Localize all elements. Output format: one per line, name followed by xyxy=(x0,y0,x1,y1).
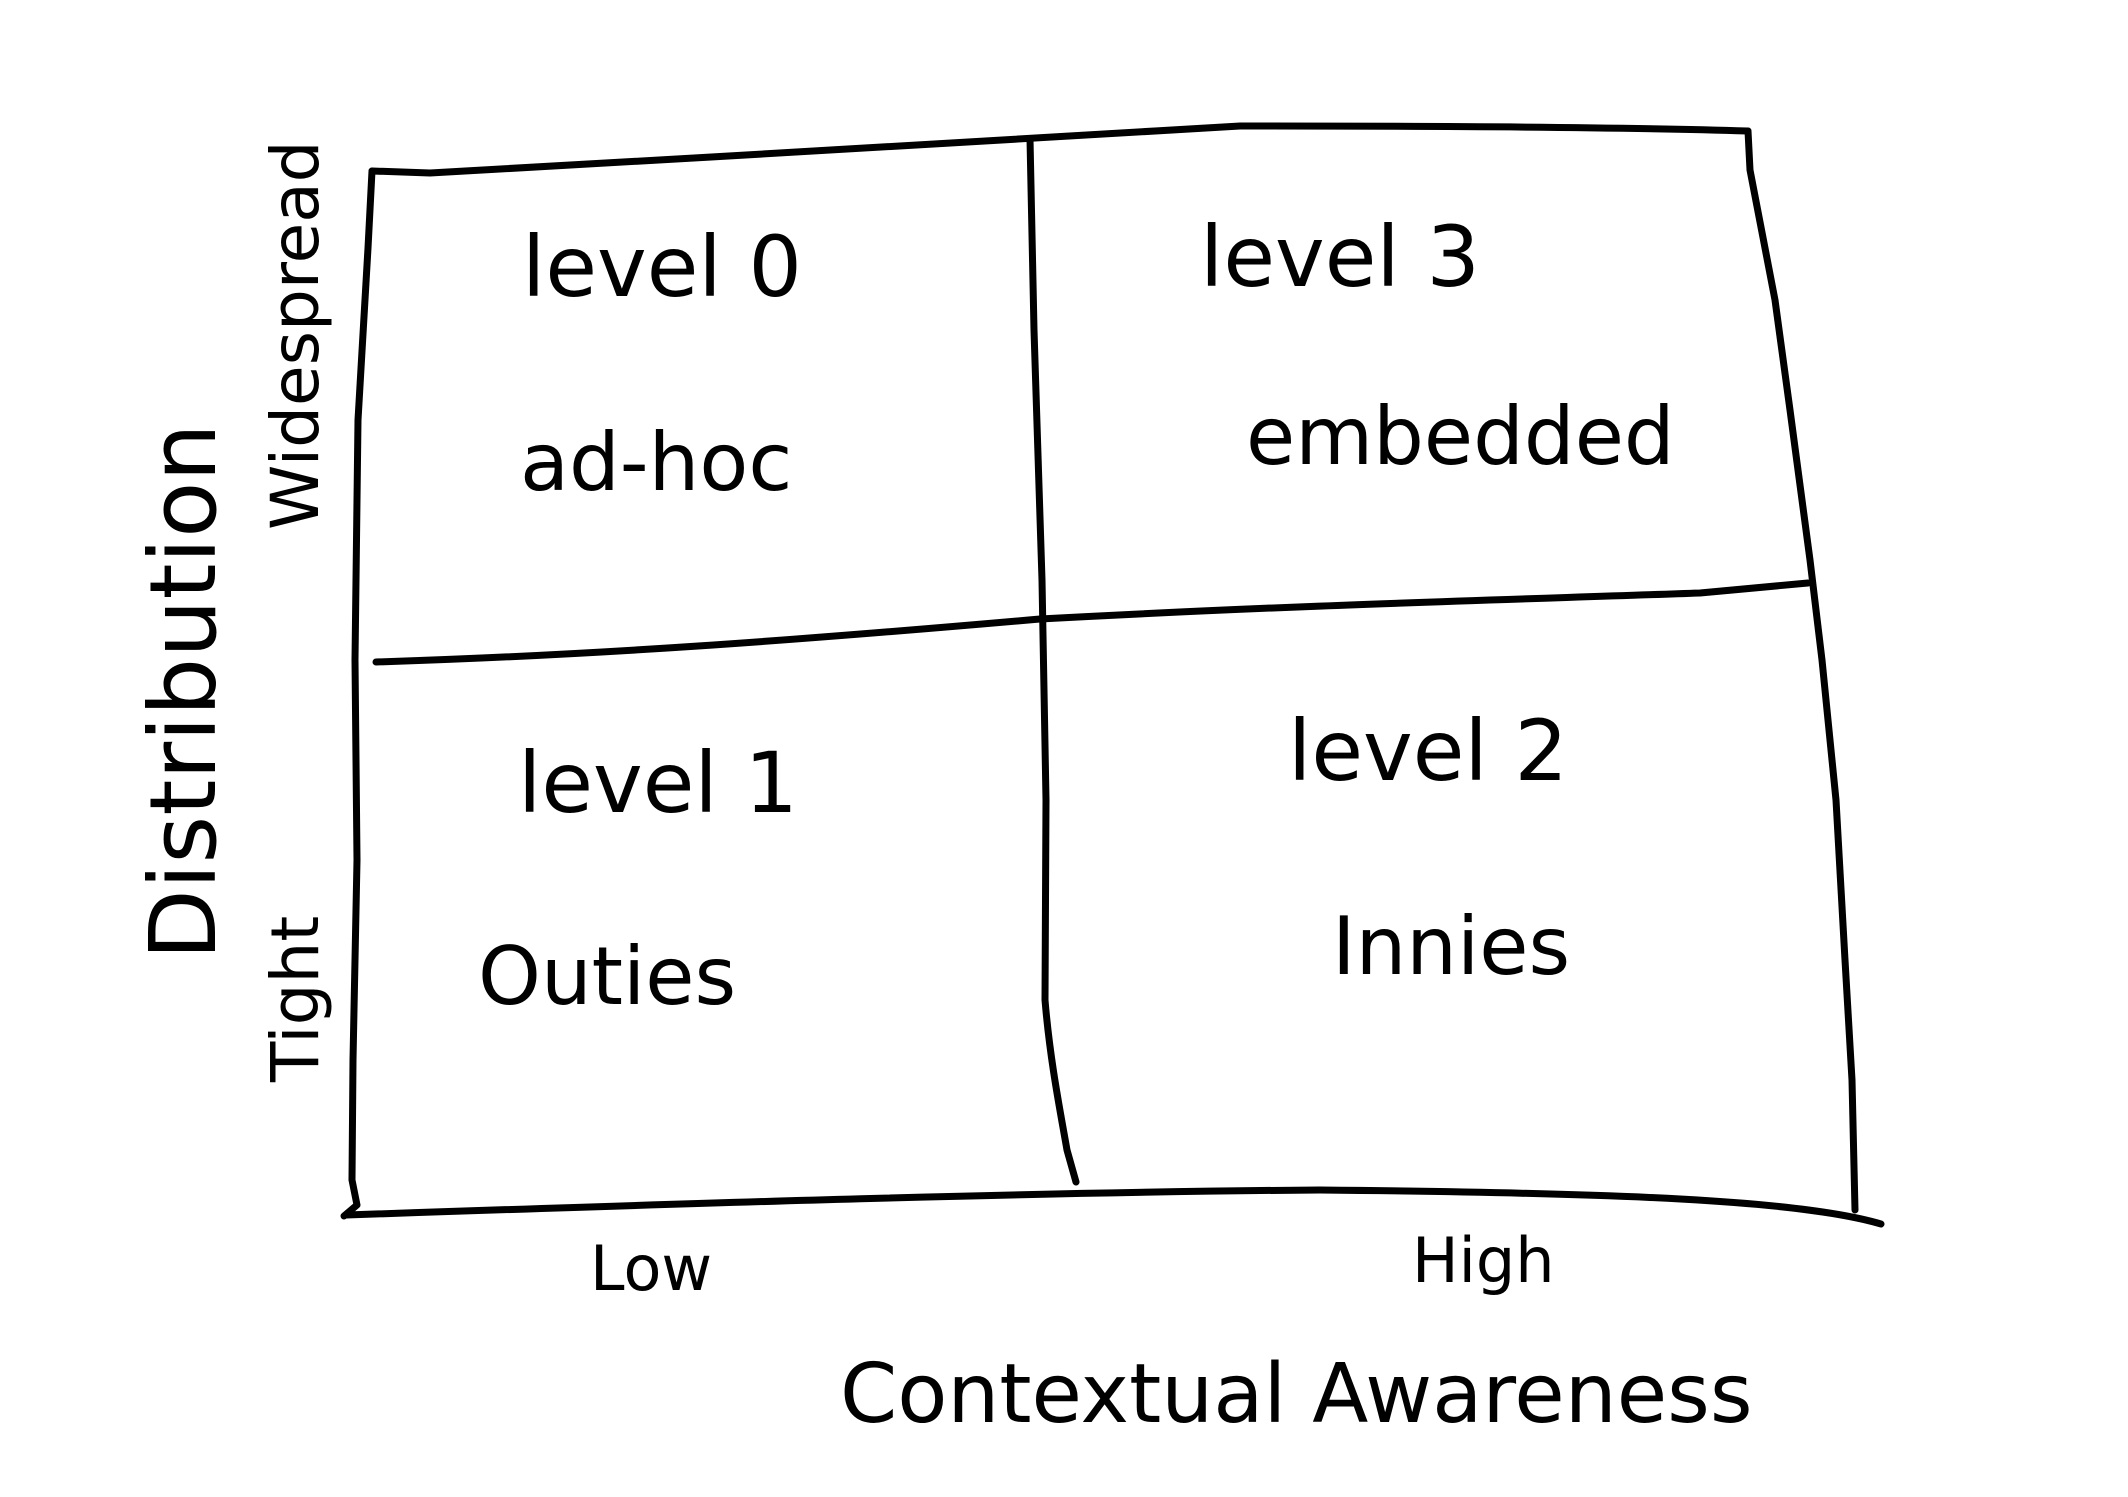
quadrant-top-left: level 0 ad-hoc xyxy=(520,218,802,509)
grid-left-edge xyxy=(340,167,376,1220)
matrix-grid xyxy=(340,122,1885,1228)
quadrant-bottom-left-name: Outies xyxy=(478,930,736,1023)
quadrant-top-right-name: embedded xyxy=(1246,390,1675,483)
quadrant-bottom-right-name: Innies xyxy=(1332,900,1570,993)
quadrant-bottom-right-level: level 2 xyxy=(1288,702,1568,800)
quadrant-bottom-left: level 1 Outies xyxy=(478,734,798,1023)
x-axis-low-label: Low xyxy=(590,1232,712,1305)
y-axis-low-label: Tight xyxy=(257,916,334,1083)
grid-vertical-divider xyxy=(1026,135,1080,1186)
y-axis: Distribution Tight Widespread xyxy=(130,140,334,1083)
quadrant-top-right-level: level 3 xyxy=(1200,208,1480,306)
grid-bottom-edge xyxy=(342,1186,1885,1228)
grid-right-edge xyxy=(1744,127,1859,1214)
x-axis-high-label: High xyxy=(1412,1224,1555,1297)
quadrant-top-left-name: ad-hoc xyxy=(520,416,792,509)
x-axis: Low High Contextual Awareness xyxy=(590,1224,1753,1442)
quadrant-bottom-right: level 2 Innies xyxy=(1288,702,1570,993)
quadrant-top-left-level: level 0 xyxy=(522,218,802,316)
grid-horizontal-divider xyxy=(372,579,1812,666)
quadrant-top-right: level 3 embedded xyxy=(1200,208,1675,483)
y-axis-title: Distribution xyxy=(130,423,237,960)
y-axis-high-label: Widespread xyxy=(257,140,334,530)
x-axis-title: Contextual Awareness xyxy=(840,1347,1753,1442)
quadrant-bottom-left-level: level 1 xyxy=(518,734,798,832)
grid-top-edge xyxy=(368,122,1752,177)
